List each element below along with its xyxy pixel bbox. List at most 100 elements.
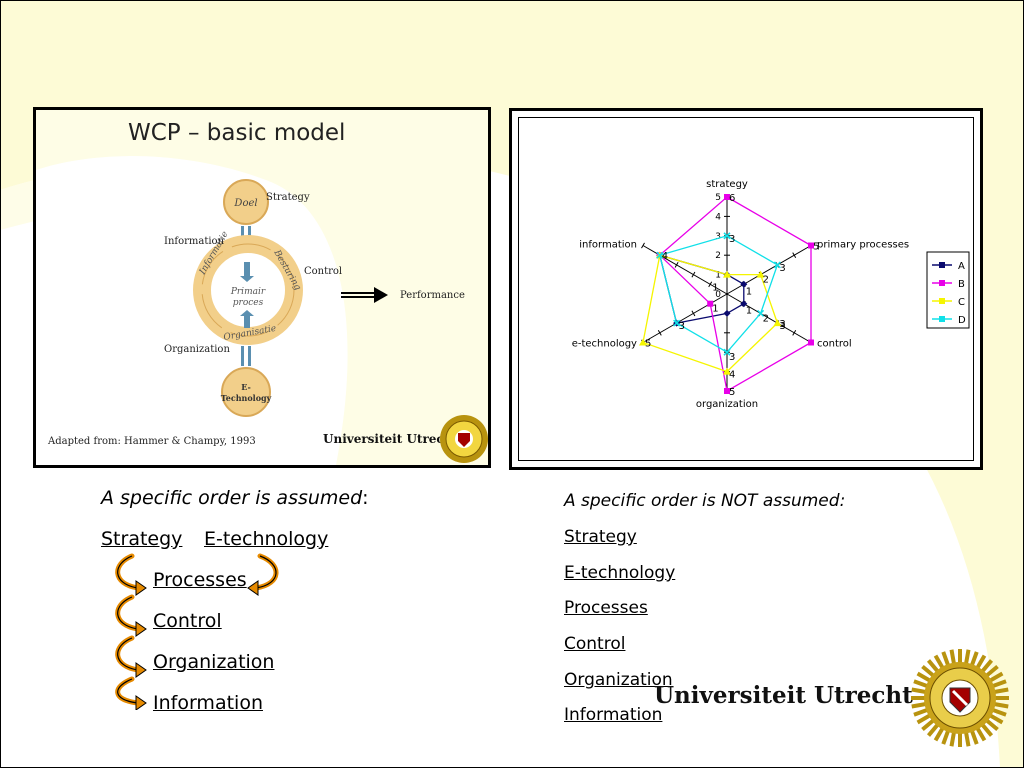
etech-label-2: Technology [221, 393, 272, 403]
radar-value-label: 3 [779, 263, 785, 274]
legend-marker [939, 298, 945, 304]
radar-spoke [726, 293, 812, 343]
radar-scale-label: 2 [715, 251, 721, 261]
radar-value-label: 1 [712, 304, 718, 315]
radar-point [724, 388, 730, 394]
radar-tick [674, 262, 679, 268]
radar-tick [708, 281, 713, 288]
radar-scale-label: 0 [715, 290, 721, 300]
university-name-small: Universiteit Utrecht [323, 432, 458, 446]
legend-marker [939, 280, 945, 286]
radar-point [724, 194, 730, 200]
radar-point [638, 338, 647, 346]
right-list-item[interactable]: Information [564, 705, 663, 725]
radar-point [723, 348, 731, 356]
university-name-footer: Universiteit Utrecht [654, 682, 913, 709]
right-list-item[interactable]: Strategy [564, 527, 637, 547]
radar-series-line [642, 254, 779, 373]
left-list-item[interactable]: Organization [153, 651, 275, 673]
radar-series-line [658, 196, 812, 393]
left-list-heading: A specific order is assumed: [101, 487, 369, 509]
left-list-item[interactable]: Strategy [101, 528, 183, 550]
radar-spoke [726, 245, 812, 295]
wcp-model-figure: WCP – basic model Doel Strategy Informat… [33, 107, 491, 468]
radar-value-label: 5 [645, 339, 651, 350]
university-seal-large [911, 649, 1009, 747]
curved-arrow-icon [115, 676, 141, 706]
organization-label: Organization [164, 344, 230, 355]
left-list-item[interactable]: Processes [153, 569, 247, 591]
legend-label: D [958, 315, 966, 326]
performance-label: Performance [400, 290, 465, 301]
left-list-item[interactable]: Information [153, 692, 263, 714]
legend-marker [939, 262, 945, 268]
left-list-item[interactable]: Control [153, 610, 222, 632]
strategy-label: Strategy [266, 192, 310, 203]
radar-value-label: 6 [729, 193, 735, 204]
radar-value-label: 3 [729, 352, 735, 363]
radar-value-label: 3 [729, 234, 735, 245]
legend-label: B [958, 279, 965, 290]
curved-arrow-icon [253, 553, 279, 591]
left-list-item[interactable]: E-technology [204, 528, 329, 550]
order-arrows [115, 553, 279, 710]
curved-arrow-icon [115, 553, 141, 591]
radar-axis-label: organization [696, 399, 758, 410]
radar-spoke [642, 293, 728, 343]
right-list-item[interactable]: Control [564, 634, 626, 654]
radar-value-label: 3 [779, 319, 785, 330]
primair-label-1: Primair [230, 287, 266, 297]
radar-value-label: 5 [729, 387, 735, 398]
radar-tick [691, 271, 696, 278]
radar-scale-label: 5 [715, 193, 721, 203]
curved-arrow-icon [115, 635, 141, 673]
doel-label: Doel [233, 198, 257, 209]
radar-value-label: 2 [763, 275, 769, 286]
radar-axis-label: primary processes [817, 240, 909, 251]
legend-label: C [958, 297, 965, 308]
radar-value-label: 2 [763, 313, 769, 324]
right-list-item[interactable]: E-technology [564, 563, 676, 583]
radar-value-label: 1 [746, 306, 752, 317]
radar-axis-label: e-technology [572, 339, 637, 350]
right-list-item[interactable]: Processes [564, 598, 648, 618]
radar-point [808, 339, 815, 346]
radar-point [757, 309, 765, 317]
radar-value-label: 1 [712, 282, 718, 293]
radar-scale-label: 3 [715, 232, 721, 242]
radar-value-label: 4 [729, 370, 735, 381]
radar-point [673, 319, 681, 327]
radar-point [740, 300, 748, 308]
radar-point [773, 261, 781, 269]
radar-scale-label: 4 [715, 212, 721, 222]
university-seal-small [440, 415, 488, 463]
radar-axis-label: strategy [706, 179, 748, 190]
radar-tick [691, 310, 696, 317]
radar-point [723, 270, 731, 278]
radar-point [723, 309, 731, 317]
legend-label: A [958, 261, 965, 272]
radar-point [808, 242, 815, 249]
control-label: Control [304, 266, 342, 277]
radar-value-label: 4 [662, 251, 668, 262]
radar-point [773, 319, 782, 327]
curved-arrow-icon [115, 594, 141, 632]
source-citation: Adapted from: Hammer & Champy, 1993 [47, 436, 256, 447]
radar-point [740, 280, 748, 288]
primair-label-2: proces [233, 298, 264, 308]
legend-marker [939, 316, 945, 322]
radar-point [723, 232, 731, 240]
radar-value-label: 5 [813, 242, 819, 253]
radar-scale-label: 1 [715, 271, 721, 281]
information-label: Information [164, 236, 225, 247]
right-list-item[interactable]: Organization [564, 670, 673, 690]
radar-tick [792, 252, 797, 259]
right-list-heading: A specific order is NOT assumed: [564, 491, 846, 511]
radar-axis-label: information [579, 240, 637, 251]
radar-point [656, 251, 664, 259]
radar-value-label: 3 [779, 321, 785, 332]
radar-point [707, 300, 714, 307]
